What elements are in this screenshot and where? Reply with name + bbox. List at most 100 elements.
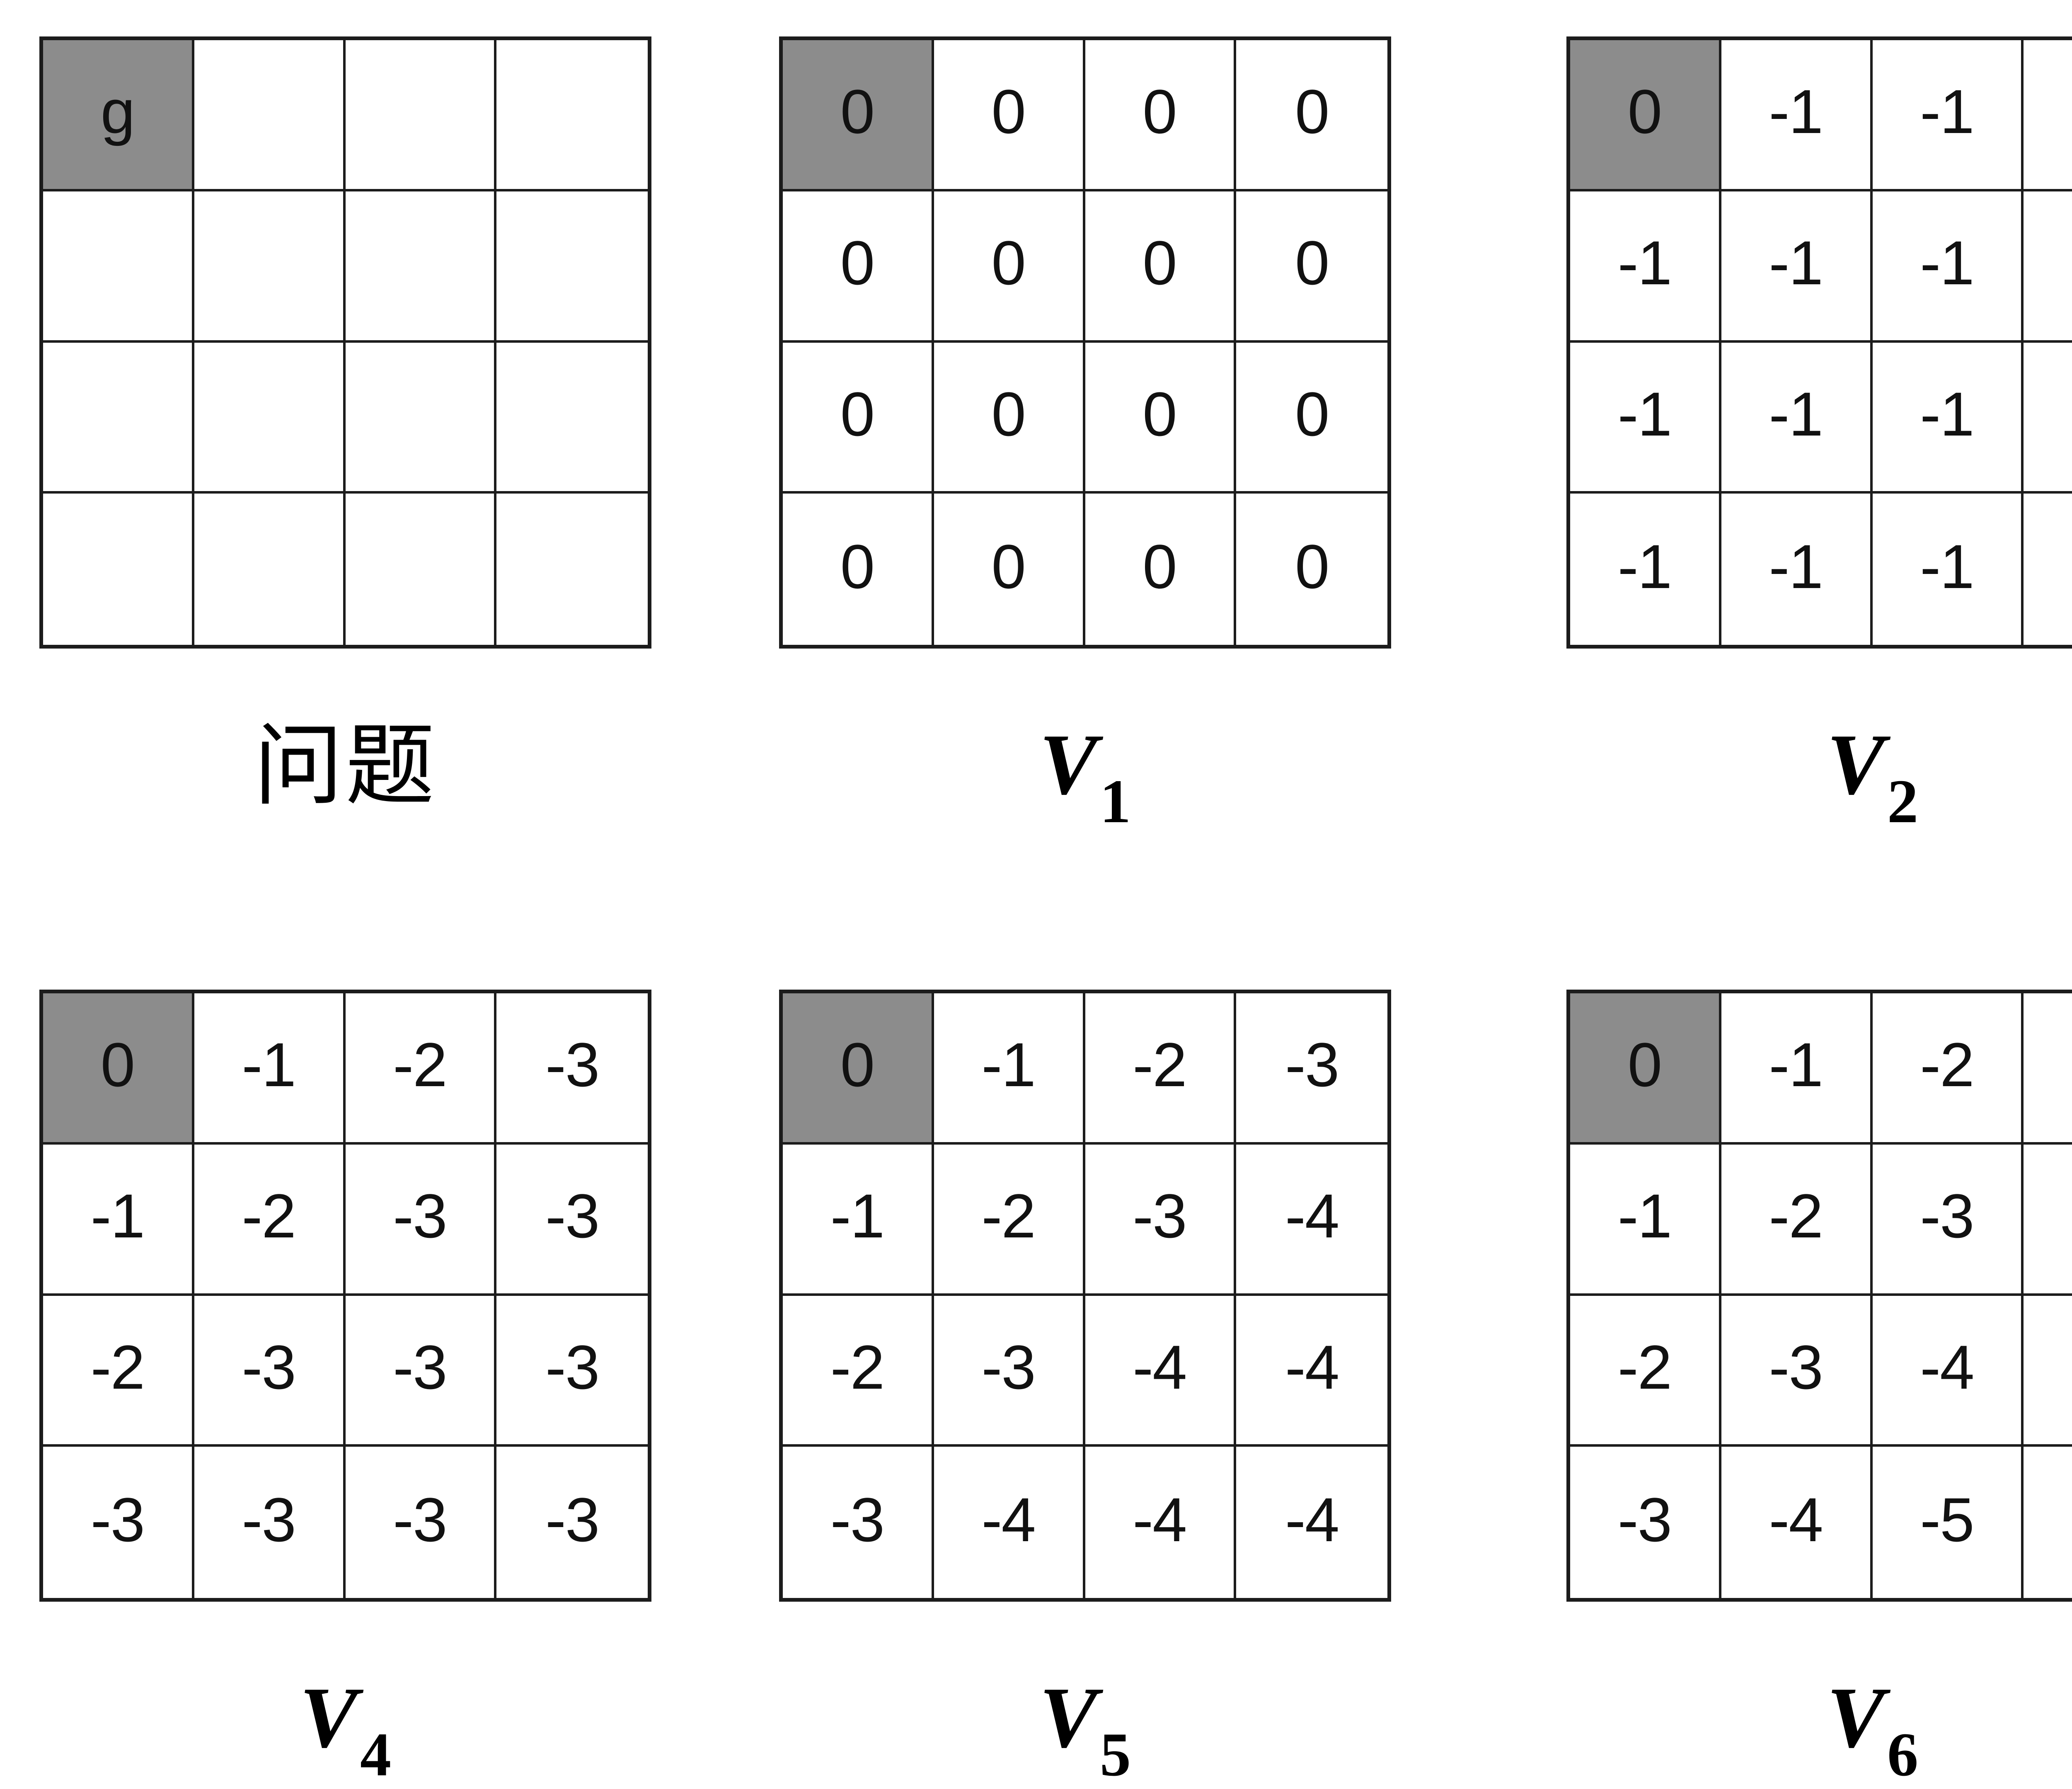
grid-cell: -3 [194, 1295, 346, 1447]
grid-cell: -2 [783, 1295, 934, 1447]
value-grid-v4: 0-1-2-3-1-2-3-3-2-3-3-3-3-3-3-3 [39, 990, 651, 1602]
panel-v2: 0-1-1-1-1-1-1-1-1-1-1-1-1-1-1-1V2 [1566, 36, 2072, 833]
grid-cell: -4 [1721, 1447, 1873, 1598]
grid-cell: -1 [43, 1144, 194, 1296]
grid-cell: 0 [1085, 342, 1237, 494]
grid-cell: -2 [345, 993, 497, 1145]
value-grid-v5: 0-1-2-3-1-2-3-4-2-3-4-4-3-4-4-4 [779, 990, 1391, 1602]
panel-problem: g 问题 [39, 36, 651, 829]
grid-cell: -3 [345, 1295, 497, 1447]
grid-cell: -3 [496, 1447, 648, 1598]
grid-cell [43, 342, 194, 494]
panel-label-text: V [1039, 717, 1098, 813]
grid-cell [345, 494, 497, 645]
grid-cell: -3 [1085, 1144, 1237, 1296]
panel-label-subscript: 4 [360, 1720, 392, 1789]
grid-cell: -2 [194, 1144, 346, 1296]
grid-cell: 0 [1236, 191, 1387, 343]
grid-cell: -1 [1570, 1144, 1721, 1296]
panel-label-text: V [299, 1670, 358, 1766]
grid-cell: -3 [496, 1144, 648, 1296]
grid-cell [345, 191, 497, 343]
grid-cell: -1 [1721, 342, 1873, 494]
grid-cell [43, 191, 194, 343]
grid-cell: -3 [496, 1295, 648, 1447]
panel-label-problem: 问题 [39, 721, 651, 810]
grid-cell: -2 [1085, 993, 1237, 1145]
grid-cell: -3 [1721, 1295, 1873, 1447]
grid-cell: 0 [1236, 494, 1387, 645]
grid-cell: -1 [1872, 40, 2024, 191]
grid-cell: -1 [1570, 342, 1721, 494]
value-grid-problem: g [39, 36, 651, 649]
grid-cell [345, 40, 497, 191]
grid-cell [43, 494, 194, 645]
grid-cell: g [43, 40, 194, 191]
grid-cell: 0 [1085, 40, 1237, 191]
grid-cell: -1 [1872, 191, 2024, 343]
panel-label-v4: V4 [39, 1674, 651, 1786]
panel-label-v6: V6 [1566, 1674, 2072, 1786]
panel-label-text: V [1039, 1670, 1098, 1766]
grid-cell: -4 [1872, 1295, 2024, 1447]
grid-cell: 0 [1236, 40, 1387, 191]
panel-label-text: 问题 [254, 714, 437, 818]
grid-cell: -1 [2024, 342, 2072, 494]
grid-cell [194, 40, 346, 191]
grid-cell: -2 [1872, 993, 2024, 1145]
grid-cell [496, 191, 648, 343]
grid-cell: 0 [934, 40, 1085, 191]
grid-cell: 0 [1236, 342, 1387, 494]
grid-cell [194, 191, 346, 343]
grid-cell: -2 [1721, 1144, 1873, 1296]
grid-cell: -3 [345, 1144, 497, 1296]
grid-cell: -1 [1872, 494, 2024, 645]
panel-label-subscript: 1 [1100, 767, 1131, 836]
panel-v6: 0-1-2-3-1-2-3-4-2-3-4-5-3-4-5-5V6 [1566, 990, 2072, 1786]
grid-cell [345, 342, 497, 494]
panel-label-subscript: 2 [1887, 767, 1919, 836]
grid-cell: -5 [1872, 1447, 2024, 1598]
grid-cell [496, 342, 648, 494]
panel-label-subscript: 5 [1100, 1720, 1131, 1789]
grid-cell: -3 [43, 1447, 194, 1598]
grid-cell: 0 [1085, 494, 1237, 645]
grid-cell: 0 [783, 191, 934, 343]
grid-cell: -1 [2024, 40, 2072, 191]
grid-cell: -3 [2024, 993, 2072, 1145]
grid-cell: 0 [783, 40, 934, 191]
panel-label-v2: V2 [1566, 721, 2072, 833]
grid-cell: -3 [1236, 993, 1387, 1145]
grid-cell: 0 [934, 342, 1085, 494]
panel-label-text: V [1826, 717, 1885, 813]
grid-cell: -3 [934, 1295, 1085, 1447]
grid-cell: -3 [783, 1447, 934, 1598]
grid-cell: 0 [783, 494, 934, 645]
grid-cell: 0 [783, 993, 934, 1145]
grid-cell: -2 [43, 1295, 194, 1447]
grid-cell: -1 [194, 993, 346, 1145]
value-grid-v2: 0-1-1-1-1-1-1-1-1-1-1-1-1-1-1-1 [1566, 36, 2072, 649]
grid-cell [194, 494, 346, 645]
grid-cell: 0 [934, 191, 1085, 343]
grid-cell: 0 [1570, 993, 1721, 1145]
grid-cell: -4 [1085, 1447, 1237, 1598]
grid-cell: 0 [43, 993, 194, 1145]
grid-cell: -3 [1570, 1447, 1721, 1598]
grid-cell: -1 [934, 993, 1085, 1145]
panel-label-v5: V5 [779, 1674, 1391, 1786]
grid-cell: -1 [1570, 191, 1721, 343]
grid-cell: -5 [2024, 1295, 2072, 1447]
grid-cell: 0 [783, 342, 934, 494]
grid-cell: -1 [1721, 993, 1873, 1145]
grid-cell [496, 40, 648, 191]
grid-cell: -1 [1570, 494, 1721, 645]
grid-cell: -1 [2024, 191, 2072, 343]
panel-label-text: V [1826, 1670, 1885, 1766]
panel-label-subscript: 6 [1887, 1720, 1919, 1789]
